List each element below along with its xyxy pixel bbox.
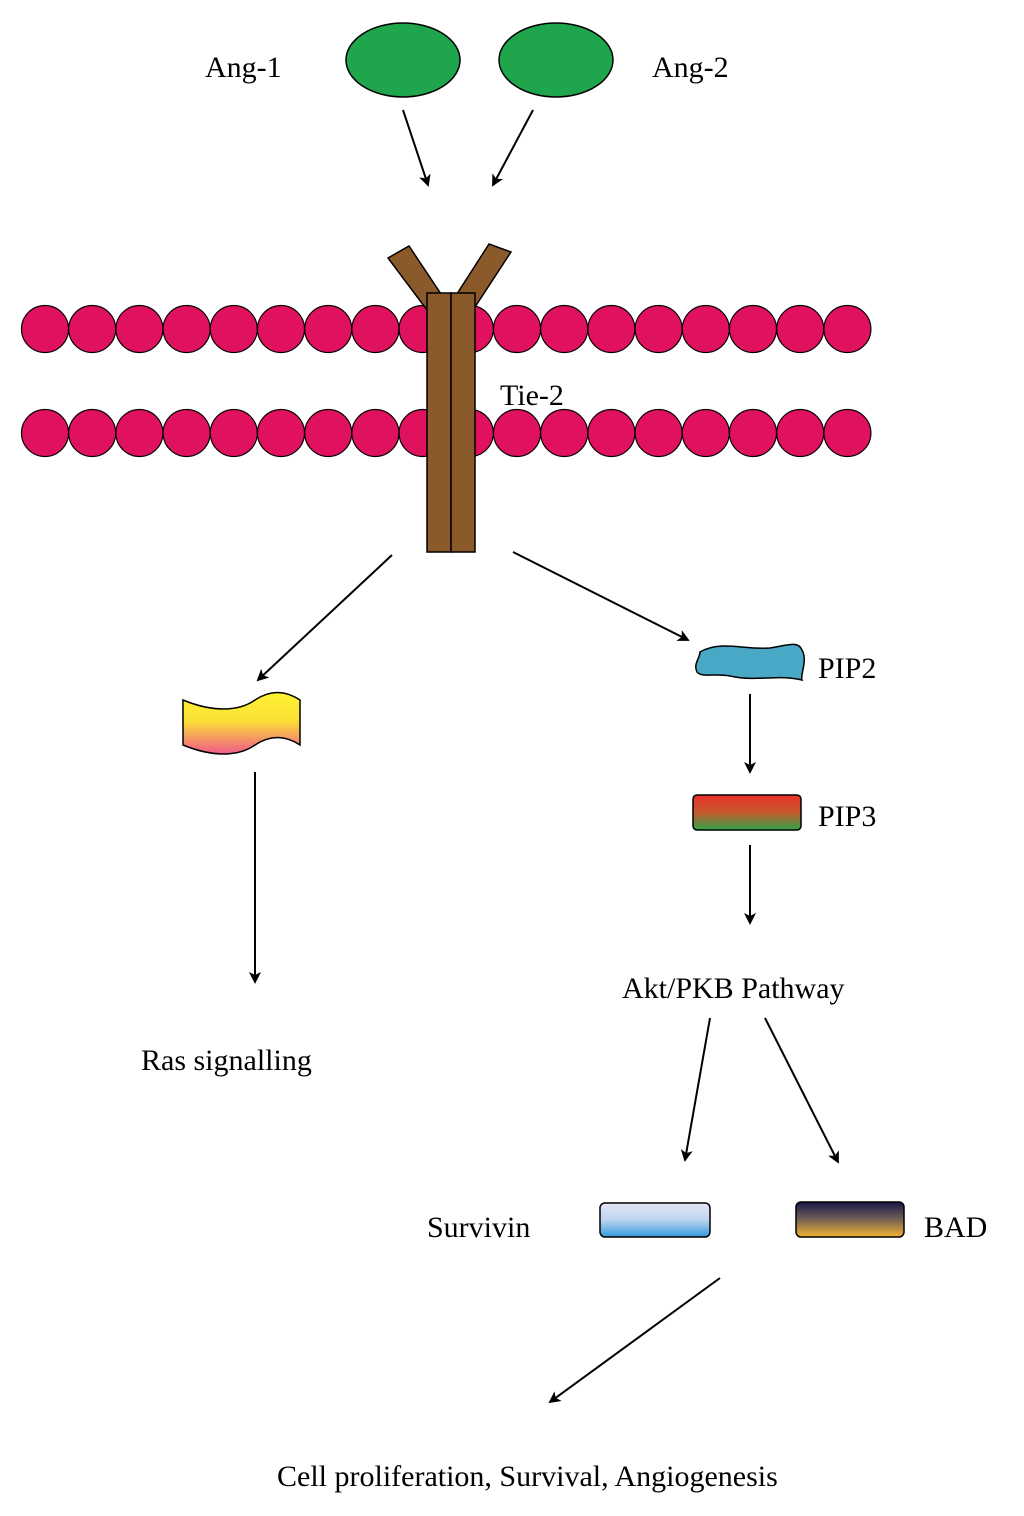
- ras-protein-shape: [182, 691, 301, 755]
- ang2-ligand: [498, 22, 614, 98]
- membrane-bead: [68, 408, 117, 458]
- membrane-bead: [681, 408, 730, 458]
- membrane-bead: [209, 408, 258, 458]
- tie2-label: Tie-2: [500, 379, 564, 412]
- membrane-bead: [587, 304, 636, 354]
- membrane-outer-leaflet: [20, 304, 872, 354]
- membrane-bead: [351, 408, 400, 458]
- membrane-bead: [634, 408, 683, 458]
- membrane-bead: [115, 304, 164, 354]
- membrane-bead: [20, 304, 70, 354]
- ang2-arrow: [492, 109, 534, 187]
- membrane-bead: [209, 304, 258, 354]
- membrane-bead: [351, 304, 400, 354]
- membrane-bead: [68, 304, 117, 354]
- membrane-bead: [776, 304, 825, 354]
- bad-shape: [795, 1201, 905, 1238]
- pip2-shape: [695, 643, 805, 682]
- membrane-bead: [728, 408, 778, 458]
- ang1-arrow: [402, 109, 431, 187]
- membrane-bead: [492, 304, 542, 354]
- survivin-label: Survivin: [427, 1211, 530, 1244]
- arrow-akt-to-bad: [764, 1017, 839, 1164]
- membrane-bead: [823, 408, 872, 458]
- pip3-label: PIP3: [818, 800, 876, 833]
- membrane-inner-leaflet: [20, 408, 872, 458]
- membrane-bead: [776, 408, 825, 458]
- ang1-label: Ang-1: [205, 51, 282, 84]
- membrane-bead: [256, 408, 306, 458]
- membrane-bead: [492, 408, 542, 458]
- membrane-bead: [162, 304, 211, 354]
- membrane-bead: [823, 304, 872, 354]
- membrane-bead: [20, 408, 70, 458]
- pip2-label: PIP2: [818, 652, 876, 685]
- ras-signalling-label: Ras signalling: [141, 1044, 312, 1077]
- membrane-bead: [681, 304, 730, 354]
- membrane-bead: [587, 408, 636, 458]
- arrow-akt-to-survivin: [680, 1017, 711, 1162]
- membrane-bead: [634, 304, 683, 354]
- ang1-ligand: [345, 22, 461, 98]
- ang2-label: Ang-2: [652, 51, 729, 84]
- arrow-to-outcome: [548, 1277, 721, 1404]
- pip3-shape: [692, 794, 802, 831]
- membrane-bead: [162, 408, 211, 458]
- arrow-to-ras-protein: [256, 554, 393, 682]
- membrane-bead: [540, 408, 589, 458]
- membrane-bead: [115, 408, 164, 458]
- membrane-bead: [540, 304, 589, 354]
- bad-label: BAD: [924, 1211, 987, 1244]
- tie2-receptor: [386, 243, 513, 553]
- arrow-to-pip2: [512, 551, 690, 641]
- survivin-shape: [599, 1202, 711, 1238]
- membrane-bead: [728, 304, 778, 354]
- membrane-bead: [304, 408, 353, 458]
- outcome-label: Cell proliferation, Survival, Angiogenes…: [277, 1460, 778, 1493]
- membrane-bead: [256, 304, 306, 354]
- membrane-bead: [304, 304, 353, 354]
- akt-pathway-label: Akt/PKB Pathway: [622, 972, 845, 1005]
